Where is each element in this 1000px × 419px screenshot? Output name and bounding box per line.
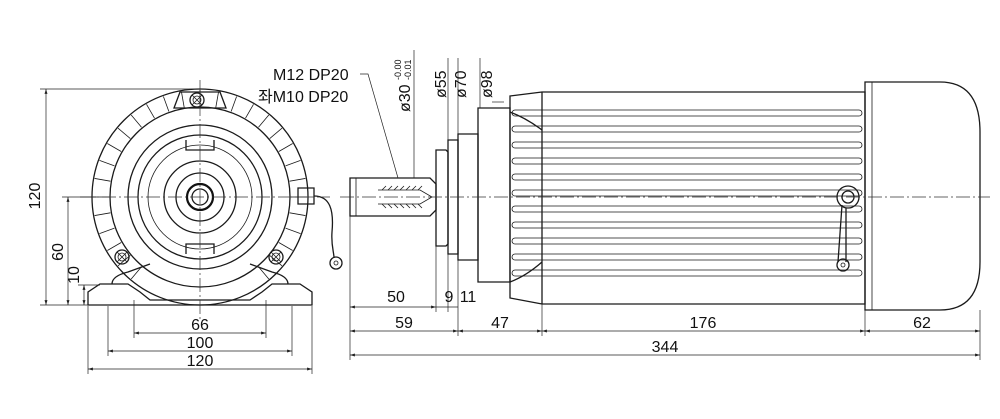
side-view (340, 81, 990, 311)
dim-shaft-height: 60 (50, 243, 67, 261)
dim-height-overall: 120 (27, 183, 44, 210)
shaft-diameter: ø30 (397, 84, 414, 112)
screw-icon (268, 249, 284, 265)
dim-shaft-section: 59 (395, 315, 413, 332)
ground-lug-icon (329, 256, 343, 270)
dim-hole-spacing: 66 (191, 317, 209, 334)
dim-shaft-length: 50 (387, 289, 405, 306)
ground-lug-icon (836, 258, 850, 272)
dim-collar-2: 11 (460, 289, 477, 306)
dim-body-length: 176 (690, 315, 717, 332)
front-dimensions: 120 60 10 66 100 120 (27, 88, 313, 374)
front-view (80, 80, 343, 320)
thread-marks (381, 185, 423, 209)
shaft-tolerance-upper: -0.00 (393, 59, 403, 80)
dim-flange-section: 47 (491, 315, 509, 332)
shaft-tolerance-lower: -0.01 (403, 59, 413, 80)
thread-callout-2: 좌M10 DP20 (258, 88, 348, 106)
dim-collar-1: 9 (445, 289, 454, 306)
dim-overall-length: 344 (652, 339, 679, 356)
screw-icon (114, 249, 130, 265)
flange-diameter-1: ø55 (433, 70, 450, 98)
dim-cover-length: 62 (913, 315, 931, 332)
side-annotations: M12 DP20 좌M10 DP20 ø30 -0.00 -0.01 ø55 ø… (258, 50, 981, 360)
flange-diameter-2: ø70 (453, 70, 470, 98)
screw-icon (189, 92, 205, 108)
body-diameter: ø98 (479, 70, 496, 98)
dim-foot-height: 10 (66, 266, 83, 284)
dim-base-width: 120 (187, 353, 214, 370)
thread-callout-1: M12 DP20 (273, 67, 349, 84)
dim-foot-span: 100 (187, 335, 214, 352)
body-fins (511, 109, 863, 277)
